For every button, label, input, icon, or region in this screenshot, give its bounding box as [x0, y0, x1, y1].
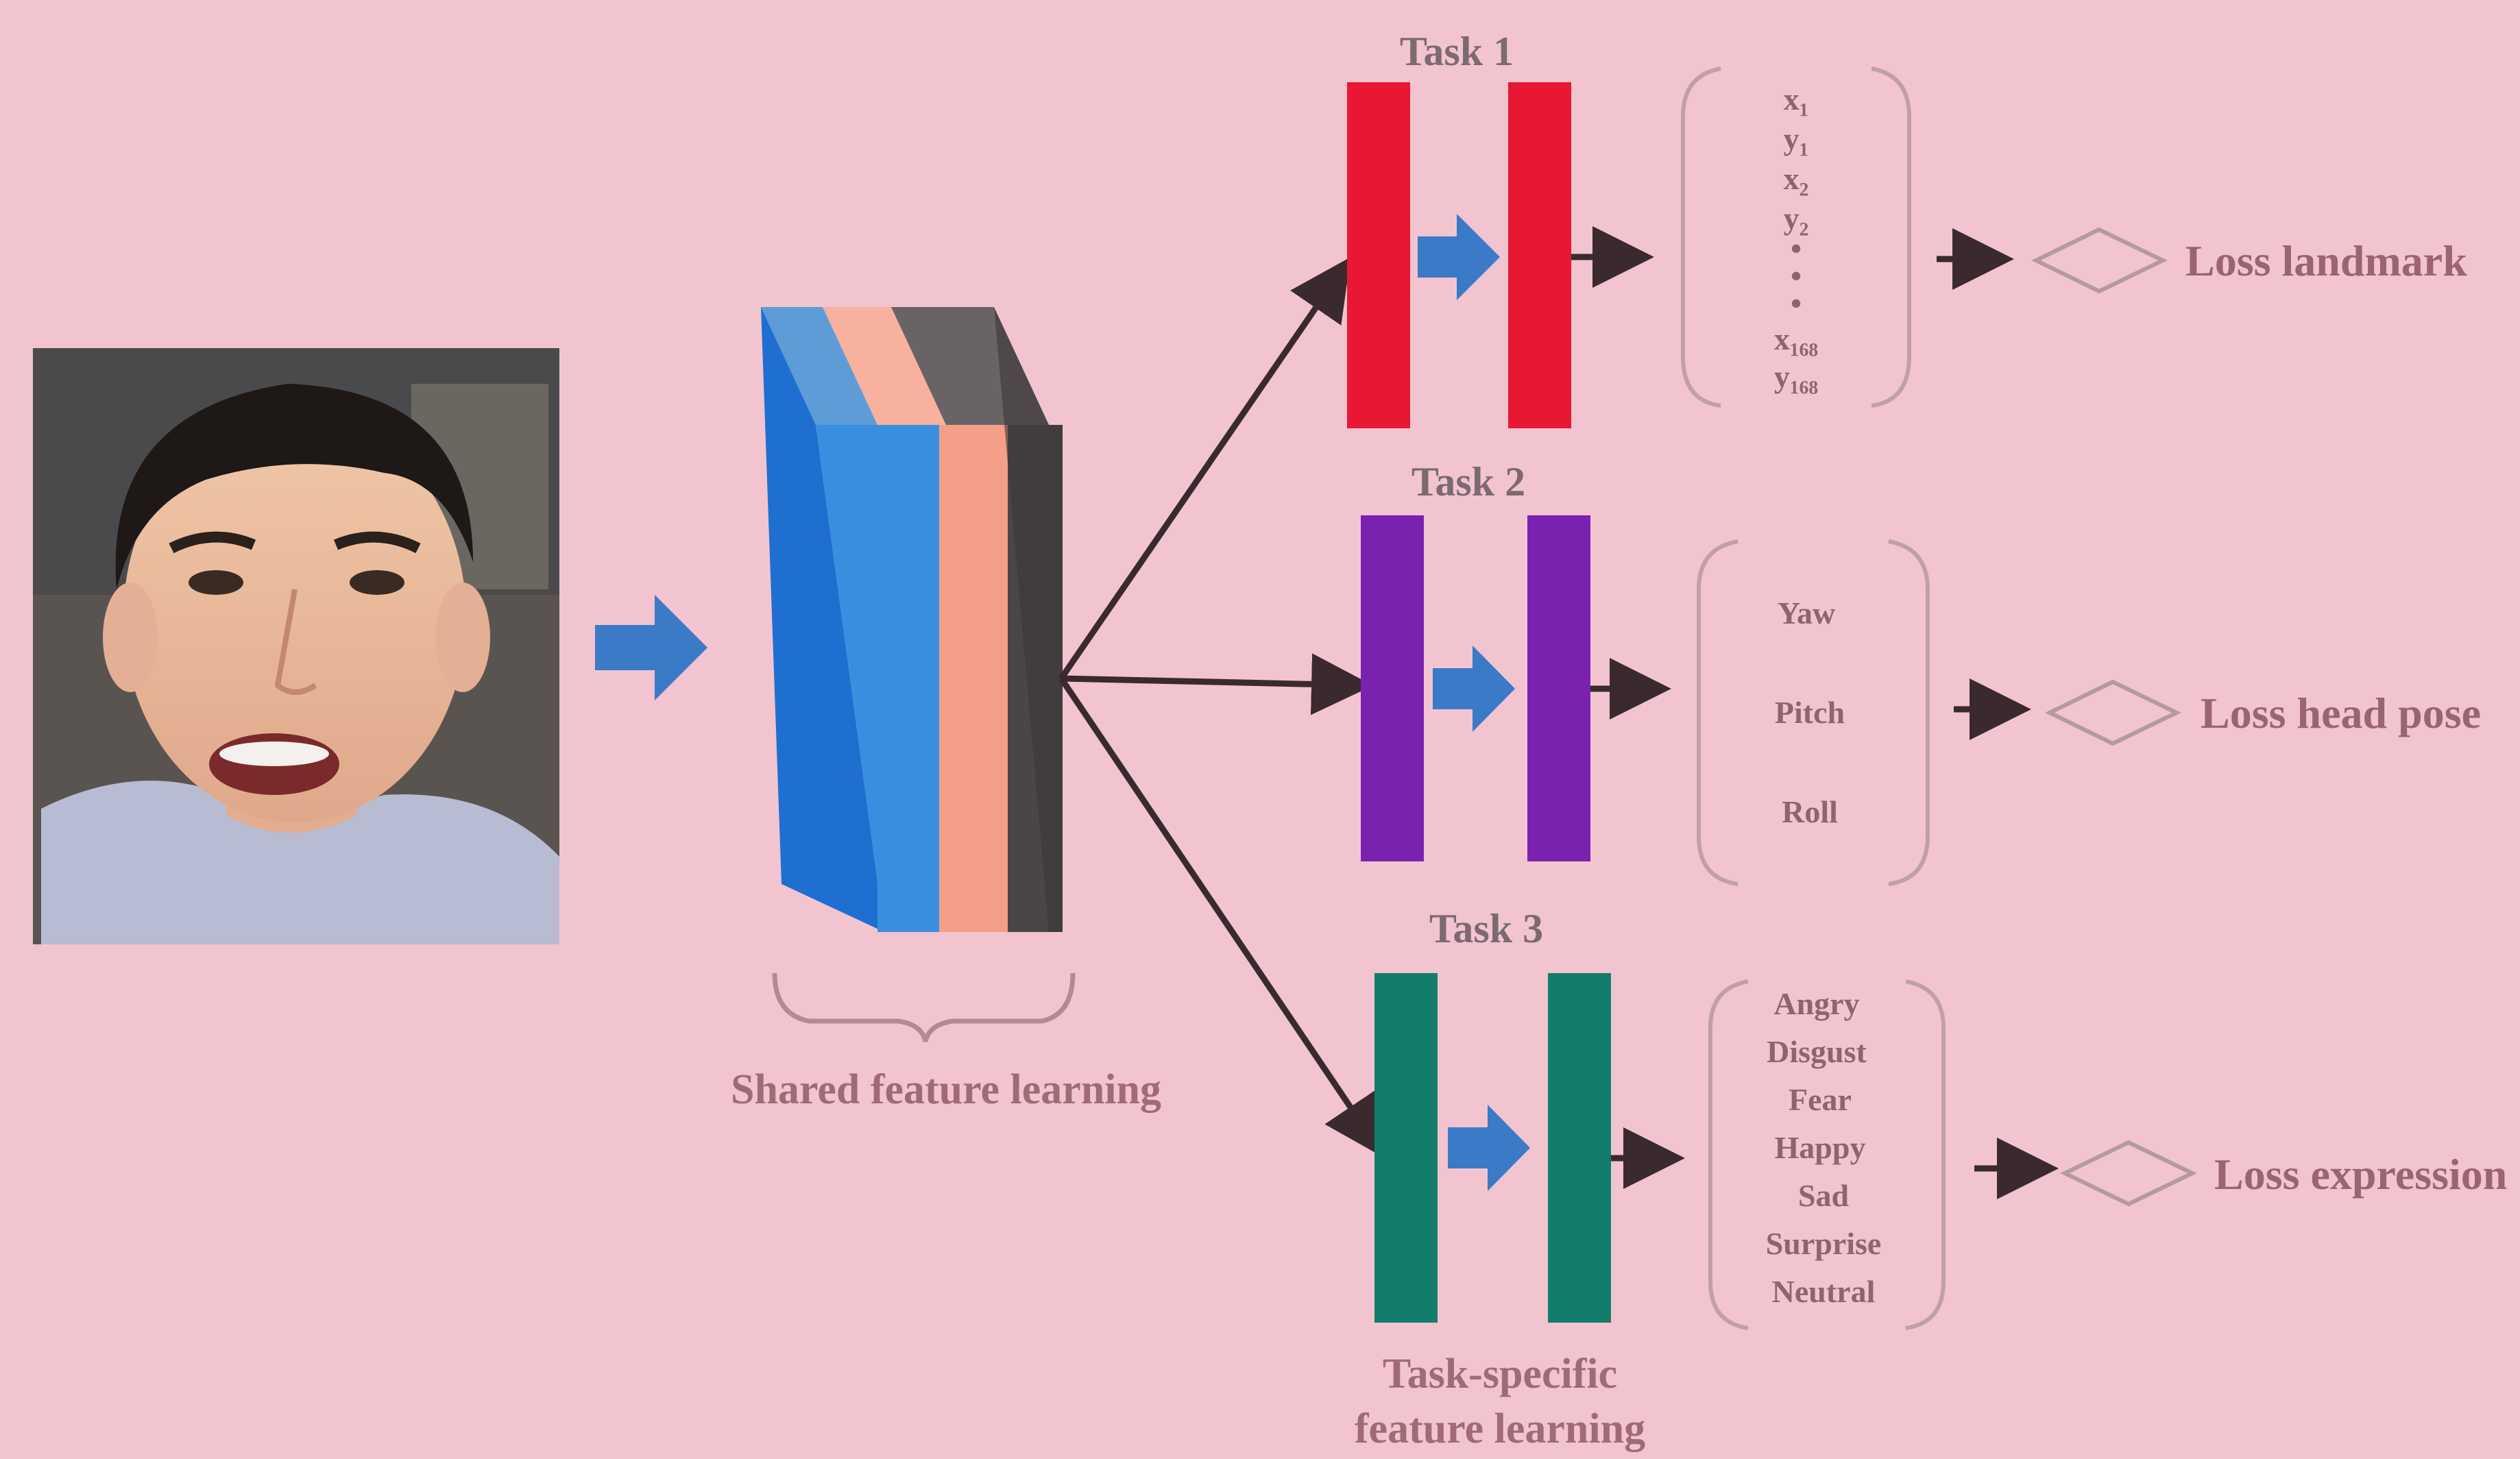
task-2-title: Task 2	[1412, 459, 1525, 504]
task-3-output-1: Disgust	[1767, 1034, 1867, 1069]
task-1-output-6: •	[1791, 286, 1802, 321]
task-1-output-5: •	[1791, 258, 1802, 293]
task-1: Task 1 x₁ y₁ x₂ y₂ • • • x₁₆₈ y₁₆₈ Loss …	[1347, 29, 2467, 428]
task-1-output-1: y₁	[1784, 121, 1809, 156]
task-1-output-2: x₂	[1784, 161, 1809, 196]
task-1-loss: Loss landmark	[2185, 236, 2467, 285]
task-1-output-4: •	[1791, 231, 1802, 266]
shared-feature-block	[761, 307, 1063, 932]
task-3-output-0: Angry	[1773, 986, 1859, 1021]
task-3-title: Task 3	[1429, 906, 1543, 951]
task-1-output-8: y₁₆₈	[1774, 359, 1818, 394]
task-2-layer-a	[1361, 515, 1424, 861]
task-3-loss: Loss expression	[2214, 1150, 2507, 1199]
task-3-loss-diamond-icon	[2060, 1140, 2197, 1207]
task-3: Task 3 Angry Disgust Fear Happy Sad Surp…	[1374, 906, 2507, 1330]
task-3-layer-b	[1548, 973, 1611, 1323]
task-2-arrow-icon	[1433, 646, 1515, 732]
specific-label-line1: Task-specific	[1383, 1351, 1617, 1397]
task-3-output-6: Neutral	[1772, 1274, 1876, 1309]
face-photo	[33, 348, 559, 944]
task-1-output-3: y₂	[1784, 201, 1809, 236]
task-3-output-4: Sad	[1798, 1178, 1850, 1213]
task-1-loss-diamond-icon	[2031, 227, 2168, 294]
shared-brace	[772, 972, 1076, 1042]
task-2-loss-diamond-icon	[2045, 679, 2181, 746]
task-3-output-2: Fear	[1789, 1082, 1852, 1117]
task-3-output-3: Happy	[1775, 1130, 1866, 1165]
specific-label-line2: feature learning	[1355, 1406, 1645, 1452]
task-2-layer-b	[1527, 515, 1590, 861]
task-2-loss: Loss head pose	[2201, 689, 2481, 737]
input-arrow-icon	[595, 595, 707, 700]
task-2-output-1: Pitch	[1775, 695, 1845, 730]
task-3-layer-a	[1374, 973, 1438, 1323]
task-1-arrow-icon	[1418, 214, 1500, 300]
task-1-layer-a	[1347, 82, 1410, 428]
task-1-layer-b	[1508, 82, 1571, 428]
task-3-arrow-icon	[1448, 1105, 1530, 1191]
task-2-output-2: Roll	[1782, 794, 1838, 829]
task-2-output-0: Yaw	[1778, 596, 1835, 630]
branch-lines	[1058, 257, 1385, 1158]
shared-label: Shared feature learning	[731, 1066, 1161, 1113]
task-2: Task 2 Yaw Pitch Roll Loss head pose	[1361, 459, 2481, 886]
task-1-title: Task 1	[1400, 29, 1514, 74]
task-1-output-7: x₁₆₈	[1774, 321, 1818, 356]
task-1-output-0: x₁	[1784, 82, 1809, 117]
task-3-output-5: Surprise	[1766, 1226, 1882, 1261]
